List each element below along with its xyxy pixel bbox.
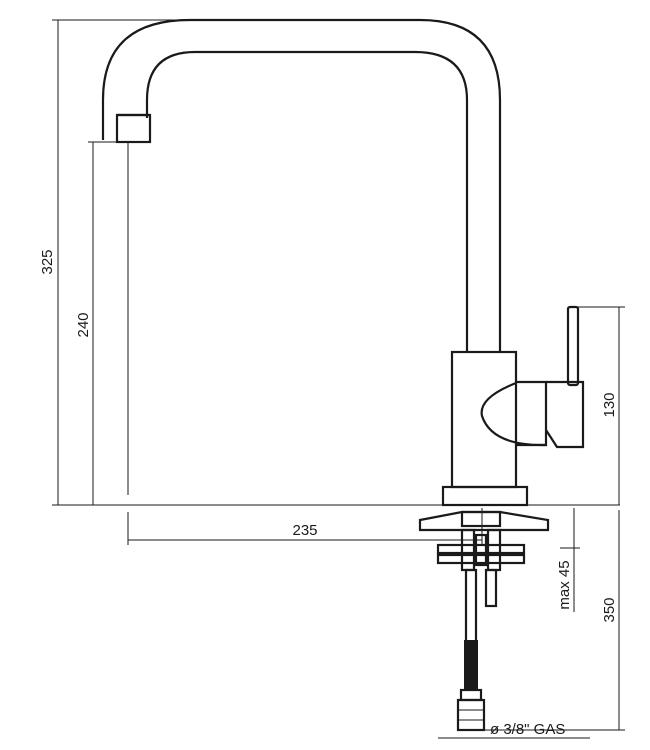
dim-spout-reach: 235 (127, 508, 483, 545)
dim-235-label: 235 (292, 522, 317, 539)
faucet-body (441, 350, 585, 507)
aerator (115, 113, 152, 144)
connection-label: ø 3/8" GAS (490, 721, 565, 738)
dim-325-label: 325 (39, 249, 56, 274)
dim-total-height: 325 (39, 19, 190, 506)
dim-spout-height: 240 (75, 141, 129, 505)
dim-240-label: 240 (75, 312, 92, 337)
dim-hose-length: 350 (484, 510, 625, 731)
dim-max-thickness: max 45 (556, 508, 580, 612)
dim-body-height: 130 (578, 306, 625, 505)
dim-connection: ø 3/8" GAS (438, 721, 590, 739)
lever-handle (566, 305, 580, 387)
dim-130-label: 130 (601, 392, 618, 417)
mounting-assembly (418, 510, 550, 732)
spout (101, 18, 502, 352)
dim-350-label: 350 (601, 597, 618, 622)
dim-max45-label: max 45 (556, 560, 573, 609)
